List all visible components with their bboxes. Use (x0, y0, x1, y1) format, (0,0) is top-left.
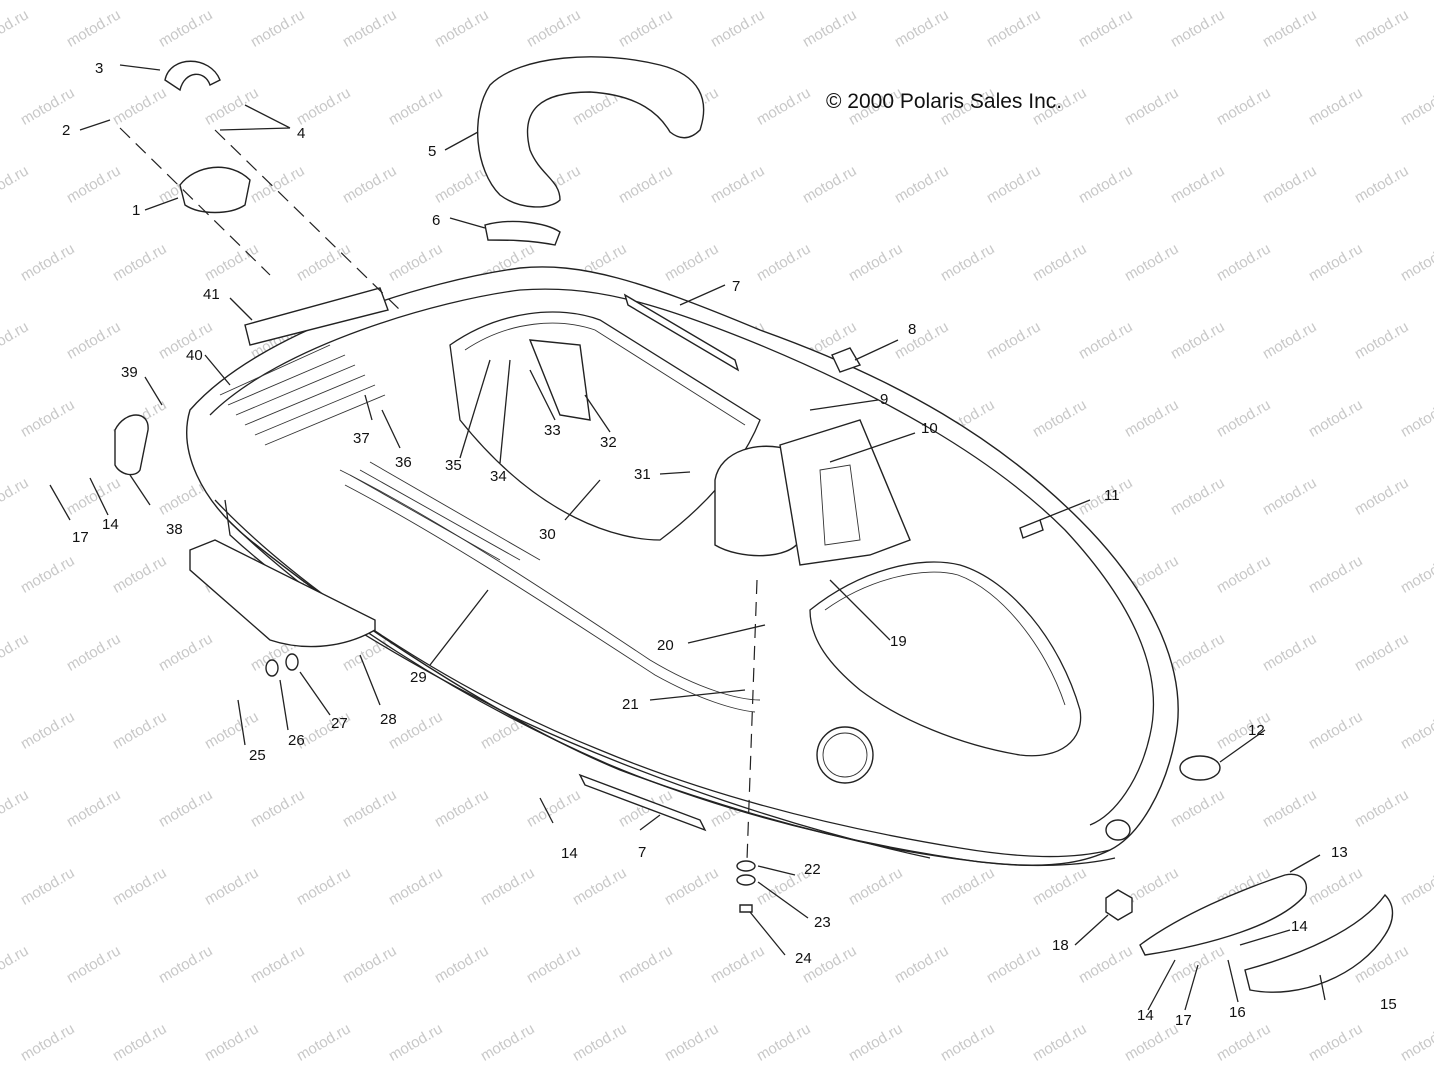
callout-2: 2 (62, 122, 70, 139)
callout-8: 8 (908, 321, 916, 338)
bow-bumper (1244, 893, 1394, 993)
callout-33: 33 (544, 422, 561, 439)
callout-36: 36 (395, 454, 412, 471)
callout-14d: 14 (1137, 1007, 1154, 1024)
callout-5: 5 (428, 143, 436, 160)
leader-lines (49, 64, 1326, 1011)
callout-40: 40 (186, 347, 203, 364)
callout-7b: 7 (638, 844, 646, 861)
callout-17b: 17 (1175, 1012, 1192, 1029)
callout-11: 11 (1104, 487, 1120, 504)
callout-31: 31 (634, 466, 651, 483)
callout-20: 20 (657, 637, 674, 654)
callout-26: 26 (288, 732, 305, 749)
callout-6: 6 (432, 212, 440, 229)
callout-27: 27 (331, 715, 348, 732)
callout-39: 39 (121, 364, 138, 381)
callout-12: 12 (1248, 722, 1265, 739)
callout-37: 37 (353, 430, 370, 447)
rail-bottom (578, 773, 707, 832)
callout-38: 38 (166, 521, 183, 538)
callout-30: 30 (539, 526, 556, 543)
washer-22 (736, 860, 756, 872)
callout-13: 13 (1331, 844, 1348, 861)
callout-4: 4 (297, 125, 305, 142)
bolt-24 (739, 904, 753, 913)
callout-14a: 14 (102, 516, 119, 533)
callout-16: 16 (1229, 1004, 1246, 1021)
callout-35: 35 (445, 457, 462, 474)
callout-labels: 3 2 4 5 1 6 7 41 8 40 39 9 10 33 32 37 3… (62, 60, 1397, 1029)
hex-nut (1105, 889, 1133, 921)
callout-21: 21 (622, 696, 639, 713)
callout-24: 24 (795, 950, 812, 967)
side-rail (244, 287, 389, 346)
callout-15: 15 (1380, 996, 1397, 1013)
washer-27 (285, 653, 299, 671)
callout-10: 10 (921, 420, 938, 437)
callout-29: 29 (410, 669, 427, 686)
callout-14b: 14 (561, 845, 578, 862)
callout-9: 9 (880, 391, 888, 408)
callout-7a: 7 (732, 278, 740, 295)
callout-23: 23 (814, 914, 831, 931)
callout-25: 25 (249, 747, 266, 764)
decal (1019, 519, 1044, 539)
bow-guard (1139, 873, 1307, 956)
callout-32: 32 (600, 434, 617, 451)
washer-26 (265, 659, 279, 677)
bracket (528, 339, 591, 421)
handle-pad (476, 56, 705, 208)
callout-41: 41 (203, 286, 220, 303)
drain-plug (1179, 755, 1221, 781)
callout-19: 19 (890, 633, 907, 650)
callout-22: 22 (804, 861, 821, 878)
callout-1: 1 (132, 202, 140, 219)
copyright-text: © 2000 Polaris Sales Inc. (826, 90, 1062, 113)
callout-3: 3 (95, 60, 103, 77)
washer-23 (736, 874, 756, 886)
small-pad (484, 220, 561, 246)
callout-18: 18 (1052, 937, 1069, 954)
bilge-pump (179, 166, 251, 214)
callout-28: 28 (380, 711, 397, 728)
callout-17a: 17 (72, 529, 89, 546)
stern-bumper (114, 414, 149, 476)
hose (164, 60, 221, 92)
rail-top (623, 293, 740, 372)
callout-14c: 14 (1291, 918, 1308, 935)
clip (831, 347, 862, 373)
trim-plate (189, 539, 376, 648)
hull-body (186, 266, 1179, 867)
callout-34: 34 (490, 468, 507, 485)
